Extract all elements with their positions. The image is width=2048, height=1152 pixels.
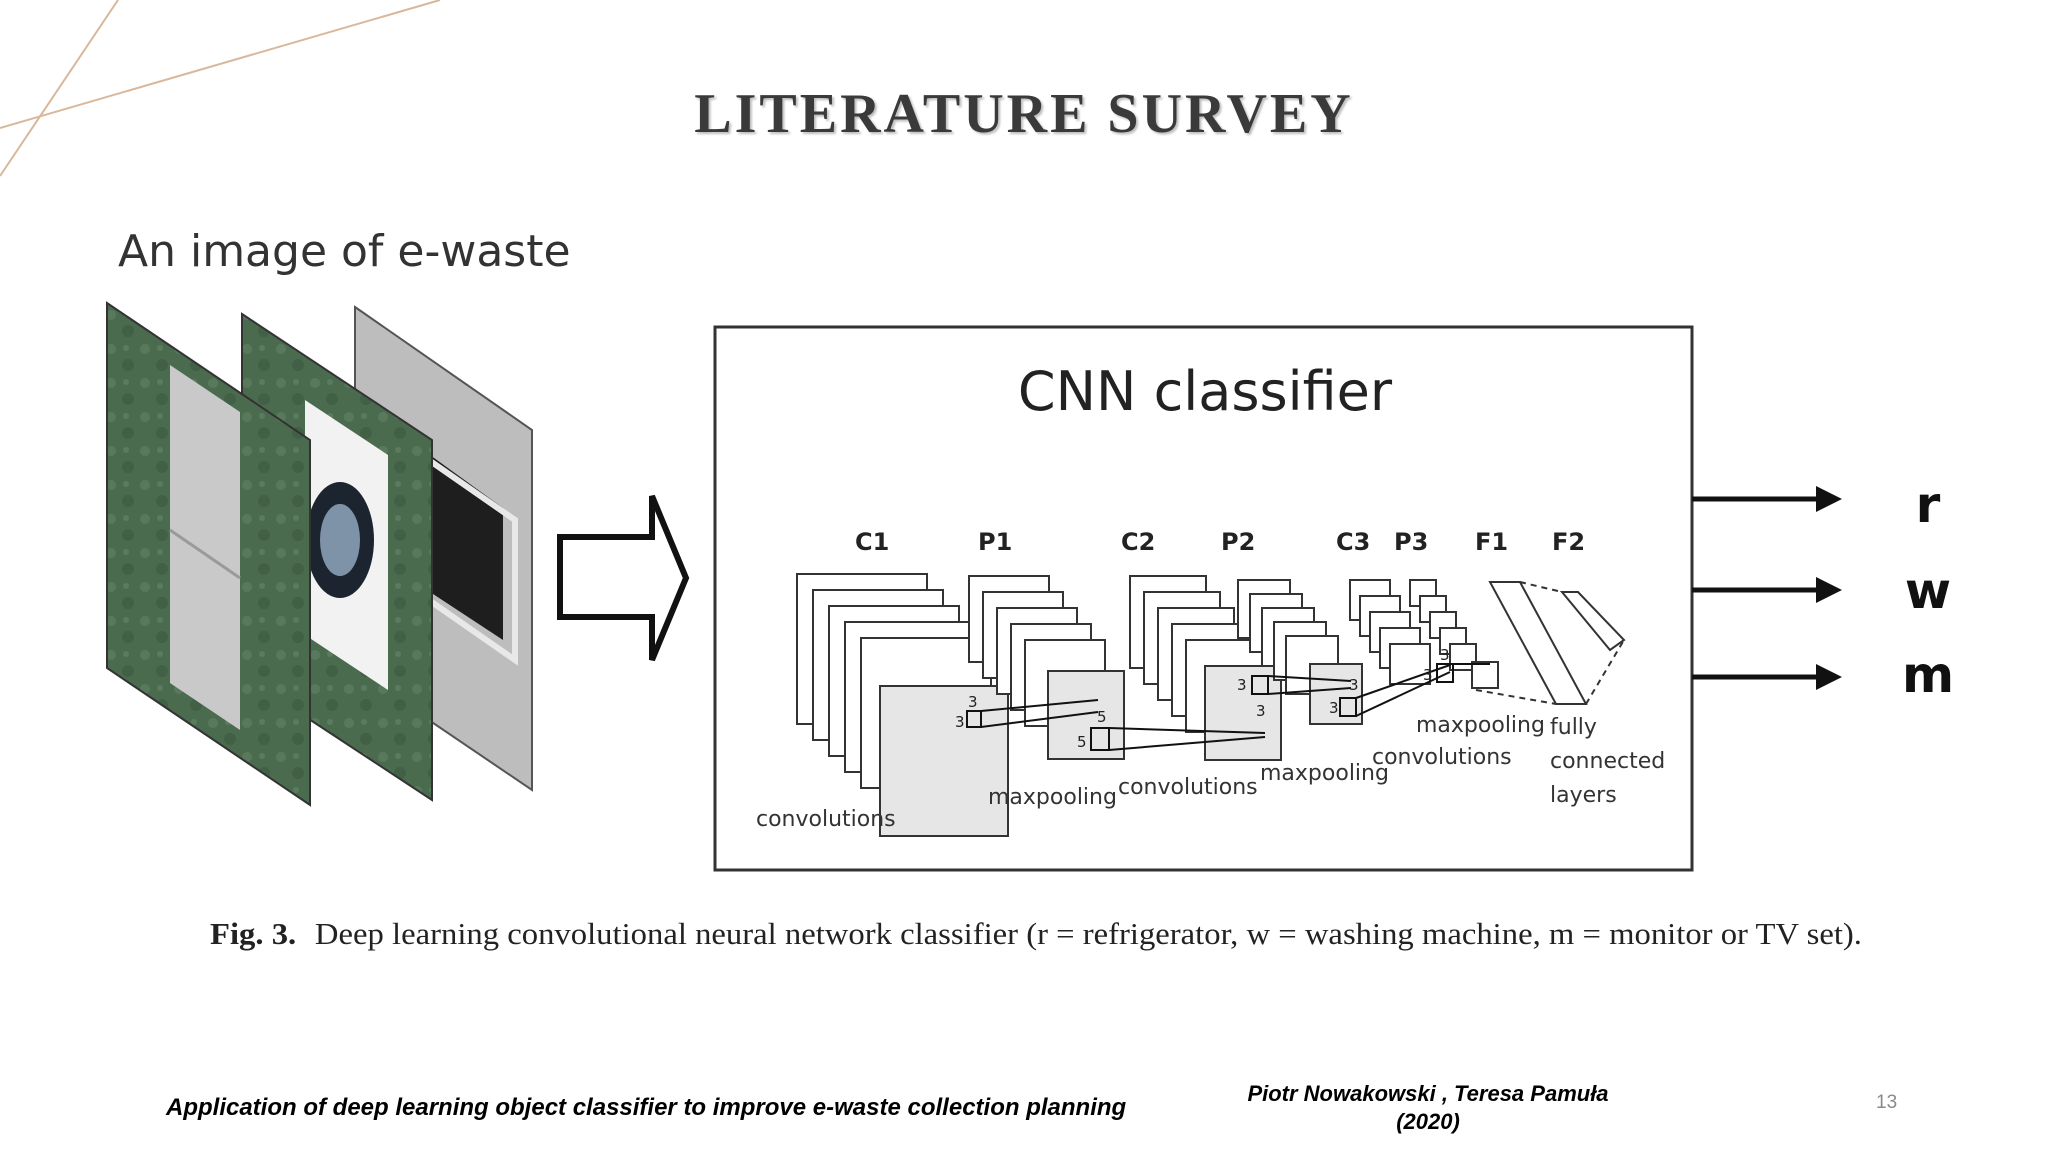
kernel-size-label: 3 xyxy=(1237,676,1247,694)
c3-feature-maps xyxy=(1349,579,1431,685)
op-label-convolutions-3: convolutions xyxy=(1372,745,1512,770)
footer-authors: Piotr Nowakowski , Teresa Pamuła xyxy=(1247,1081,1609,1106)
kernel-size-label: 3 xyxy=(1256,702,1266,720)
feature-maps xyxy=(796,573,1499,837)
layer-label-f2: F2 xyxy=(1552,528,1585,556)
op-label-layers: layers xyxy=(1550,783,1617,808)
footer-year: (2020) xyxy=(1396,1109,1460,1134)
kernel-size-label: 5 xyxy=(1097,708,1107,726)
footer-paper-title: Application of deep learning object clas… xyxy=(166,1094,1127,1121)
kernel-size-label: 3 xyxy=(1423,666,1433,684)
input-image-label: An image of e-waste xyxy=(118,226,571,277)
figure-caption: Fig. 3. Deep learning convolutional neur… xyxy=(210,916,1862,951)
cnn-classifier-title: CNN classifier xyxy=(1018,360,1393,423)
layer-label-p3: P3 xyxy=(1394,528,1428,556)
figure-caption-label: Fig. 3. xyxy=(210,916,296,951)
layer-label-c1: C1 xyxy=(855,528,889,556)
layer-label-c2: C2 xyxy=(1121,528,1155,556)
kernel-connectors xyxy=(966,663,1490,751)
c2-feature-maps xyxy=(1129,575,1282,761)
op-label-maxpooling-2: maxpooling xyxy=(1260,761,1389,786)
op-label-maxpooling-1: maxpooling xyxy=(988,785,1117,810)
layer-label-p1: P1 xyxy=(978,528,1012,556)
ewaste-image-stack xyxy=(106,301,533,807)
page-number: 13 xyxy=(1876,1092,1898,1113)
op-label-convolutions-2: convolutions xyxy=(1118,775,1258,800)
kernel-size-label: 3 xyxy=(968,693,978,711)
kernel-size-label: 5 xyxy=(1077,733,1087,751)
layer-label-p2: P2 xyxy=(1221,528,1255,556)
layer-label-c3: C3 xyxy=(1336,528,1370,556)
footer-authors-block: Piotr Nowakowski , Teresa Pamuła (2020) xyxy=(1208,1080,1648,1136)
figure-caption-text: Deep learning convolutional neural netwo… xyxy=(315,916,1862,951)
op-label-convolutions-1: convolutions xyxy=(756,807,896,832)
refrigerator-image xyxy=(106,301,311,807)
output-label-r: r xyxy=(1916,476,1941,534)
op-label-fully: fully xyxy=(1550,715,1597,740)
output-arrows xyxy=(1692,486,1842,690)
fully-connected-layers xyxy=(1475,581,1626,705)
kernel-size-label: 3 xyxy=(955,713,965,731)
kernel-size-label: 3 xyxy=(1329,699,1339,717)
op-label-maxpooling-3: maxpooling xyxy=(1416,713,1545,738)
kernel-size-label: 3 xyxy=(1349,676,1359,694)
p1-feature-maps xyxy=(968,575,1125,760)
p3-feature-maps xyxy=(1409,579,1499,689)
output-label-w: w xyxy=(1905,562,1951,620)
layer-label-f1: F1 xyxy=(1475,528,1508,556)
output-label-m: m xyxy=(1902,646,1954,704)
c1-feature-maps xyxy=(796,573,1009,837)
op-label-connected: connected xyxy=(1550,749,1665,774)
slide-title: LITERATURE SURVEY xyxy=(694,83,1354,145)
kernel-size-label: 3 xyxy=(1440,646,1450,664)
input-arrow xyxy=(557,494,690,662)
cnn-figure: An image of e-waste xyxy=(106,226,1954,951)
corner-decoration xyxy=(0,0,441,177)
p2-feature-maps xyxy=(1237,579,1363,725)
